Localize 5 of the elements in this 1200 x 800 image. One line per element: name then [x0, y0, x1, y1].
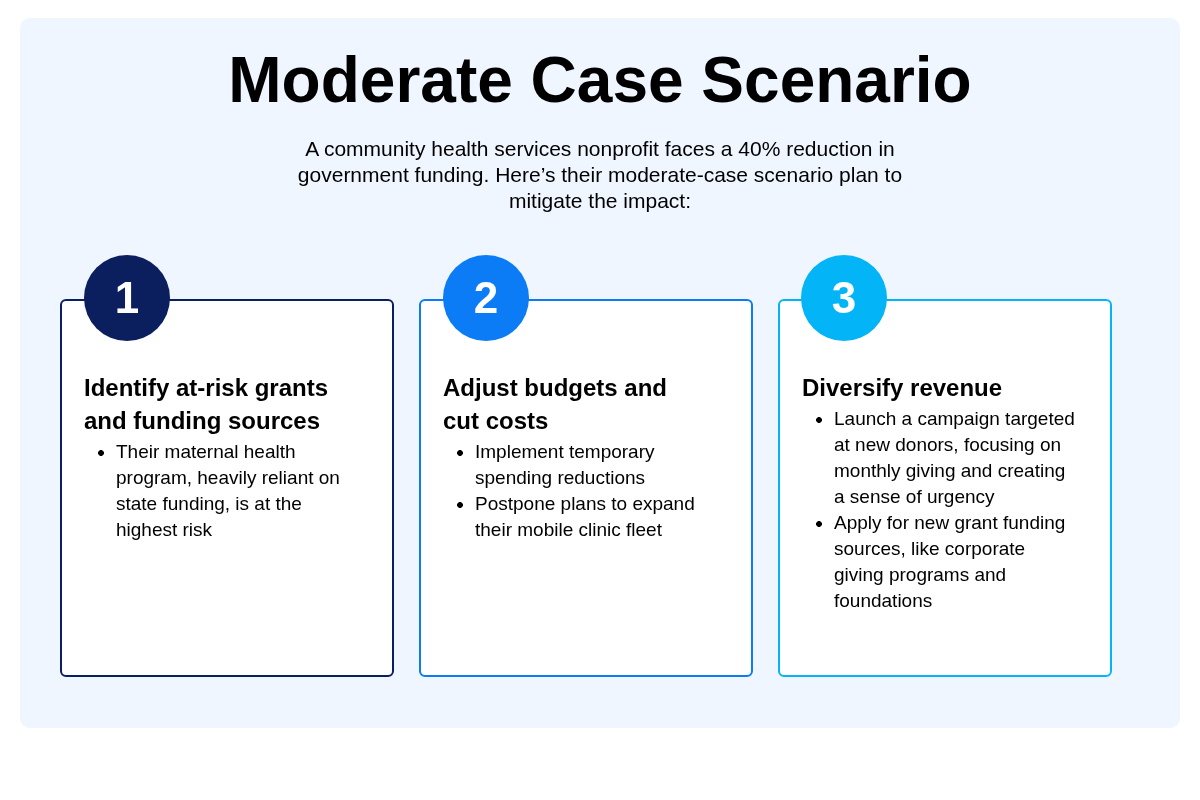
- page-title: Moderate Case Scenario: [227, 43, 973, 118]
- card-heading: Identify at-risk grants and funding sources: [84, 373, 330, 436]
- card-heading: Diversify revenue: [802, 373, 1004, 403]
- intro-text: A community health services nonprofit faces a 40% reduction in government funding. Here’s their moderate-case scenario plan to mitigate the impact:: [296, 136, 904, 214]
- card-heading: Adjust budgets and cut costs: [443, 373, 668, 436]
